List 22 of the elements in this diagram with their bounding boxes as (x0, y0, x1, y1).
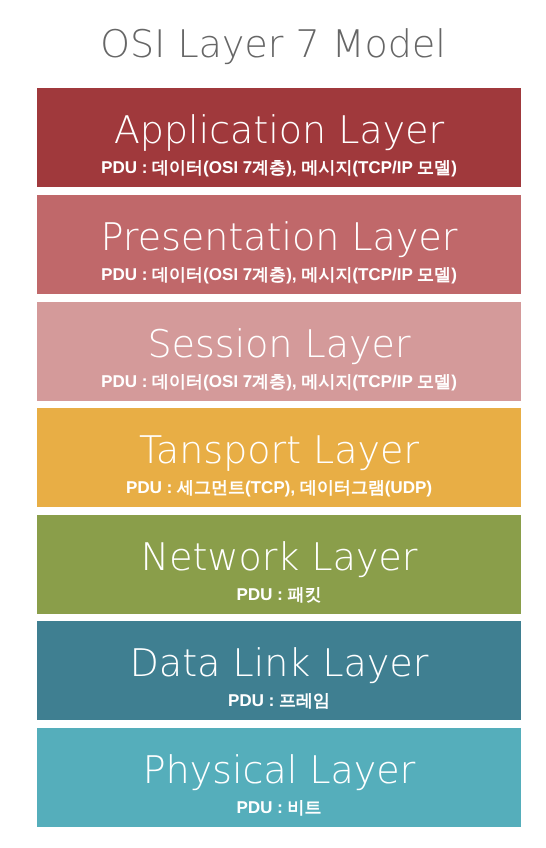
pdu-text: PDU : 비트 (236, 797, 322, 819)
pdu-text: PDU : 프레임 (227, 690, 331, 712)
pdu-text: PDU : 세그먼트(TCP), 데이터그램(UDP) (125, 477, 433, 499)
pdu-text: PDU : 데이터(OSI 7계층), 메시지(TCP/IP 모델) (100, 157, 458, 179)
layer-name: Data Link Layer (128, 641, 430, 685)
layer-name: Tansport Layer (138, 428, 420, 472)
pdu-text: PDU : 데이터(OSI 7계층), 메시지(TCP/IP 모델) (100, 371, 458, 393)
pdu-text: PDU : 데이터(OSI 7계층), 메시지(TCP/IP 모델) (100, 264, 458, 286)
layer-band (37, 195, 521, 294)
layer-name: Application Layer (112, 108, 446, 152)
layer-band (37, 302, 521, 401)
layer-band (37, 408, 521, 507)
diagram-title: OSI Layer 7 Model (99, 22, 447, 66)
layer-name: Presentation Layer (100, 215, 458, 259)
pdu-text: PDU : 패킷 (236, 584, 322, 606)
layer-band (37, 515, 521, 614)
layer-band (37, 621, 521, 720)
layer-band (37, 728, 521, 827)
layer-name: Network Layer (140, 535, 418, 579)
layer-name: Physical Layer (142, 748, 416, 792)
layer-name: Session Layer (146, 322, 412, 366)
layer-band (37, 88, 521, 187)
